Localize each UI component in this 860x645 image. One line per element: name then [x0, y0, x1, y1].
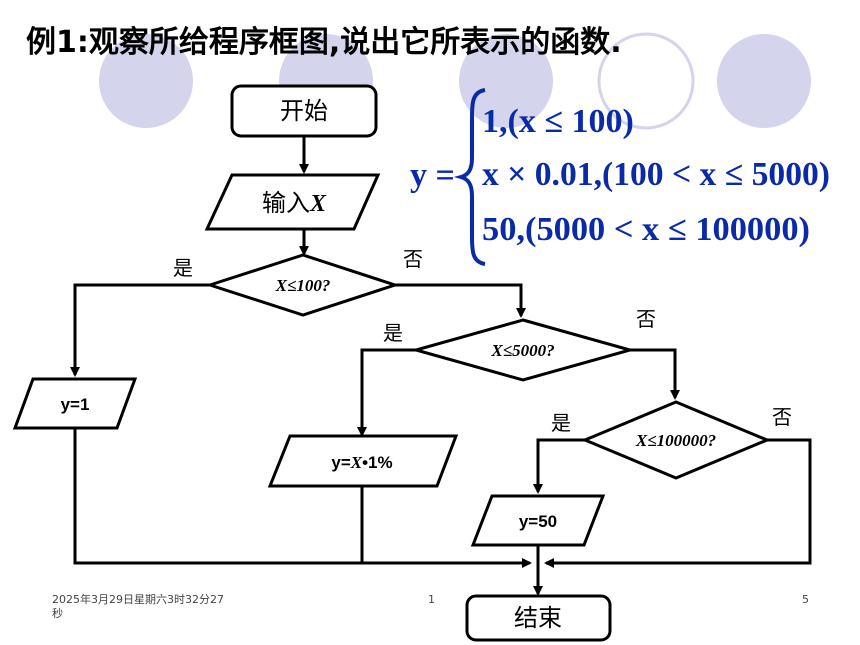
decision-x-le-5000: [410, 318, 636, 382]
output1-label: y=1: [61, 395, 90, 414]
output-y-x-1pct: [267, 434, 459, 488]
decision1-yes-label: 是: [173, 256, 193, 280]
flow-connectors: [70, 136, 812, 596]
deco-circle: [597, 32, 695, 130]
decision-x-le-100: [205, 253, 400, 317]
arrow-d3-yes: [533, 438, 585, 494]
deco-circle: [459, 34, 553, 128]
end-terminal: [465, 594, 612, 642]
footer-page-center: 1: [428, 593, 435, 606]
arrow-d1-yes: [70, 283, 210, 377]
decision1-no-label: 否: [403, 247, 423, 271]
arrow-out1-end: [73, 428, 532, 568]
arrow-d1-no: [395, 283, 526, 318]
arrow-d3-no: [544, 438, 812, 568]
decision2-yes-label: 是: [383, 321, 403, 345]
input-parallelogram: [204, 173, 381, 231]
decision3-no-label: 否: [772, 405, 792, 429]
formula-lhs: y =: [410, 157, 455, 194]
formula-case-3: 50,(5000 < x ≤ 100000): [482, 211, 810, 248]
deco-circle: [717, 34, 811, 128]
formula-case-2: x × 0.01,(100 < x ≤ 5000): [482, 156, 830, 193]
decision3-label: X≤100000?: [635, 431, 716, 450]
piecewise-formula: y = 1,(x ≤ 100) x × 0.01,(100 < x ≤ 5000…: [410, 88, 830, 266]
decision2-label: X≤5000?: [490, 341, 554, 360]
decision-x-le-100000: [581, 400, 771, 480]
input-label: 输入X: [262, 189, 327, 217]
deco-circle: [99, 34, 193, 128]
start-label: 开始: [280, 97, 328, 125]
footer-datetime-seconds: 秒: [52, 606, 63, 620]
formula-brace: [453, 88, 486, 266]
decision1-label: X≤100?: [275, 276, 331, 295]
output-y-1: [12, 377, 138, 430]
arrow-d2-no: [630, 348, 680, 400]
arrow-d2-yes: [357, 348, 416, 437]
decision2-no-label: 否: [636, 307, 656, 331]
output-y-50: [470, 494, 606, 547]
footer-page-number: 5: [802, 593, 809, 606]
footer-datetime: 2025年3月29日星期六3时32分27: [52, 592, 224, 606]
end-label: 结束: [514, 604, 562, 632]
output2-label: y=X•1%: [331, 453, 392, 472]
decision3-yes-label: 是: [551, 411, 571, 435]
slide-title: 例1:观察所给程序框图,说出它所表示的函数.: [26, 25, 622, 60]
output3-label: y=50: [519, 512, 557, 531]
formula-case-1: 1,(x ≤ 100): [482, 103, 634, 140]
start-terminal: [230, 84, 378, 138]
